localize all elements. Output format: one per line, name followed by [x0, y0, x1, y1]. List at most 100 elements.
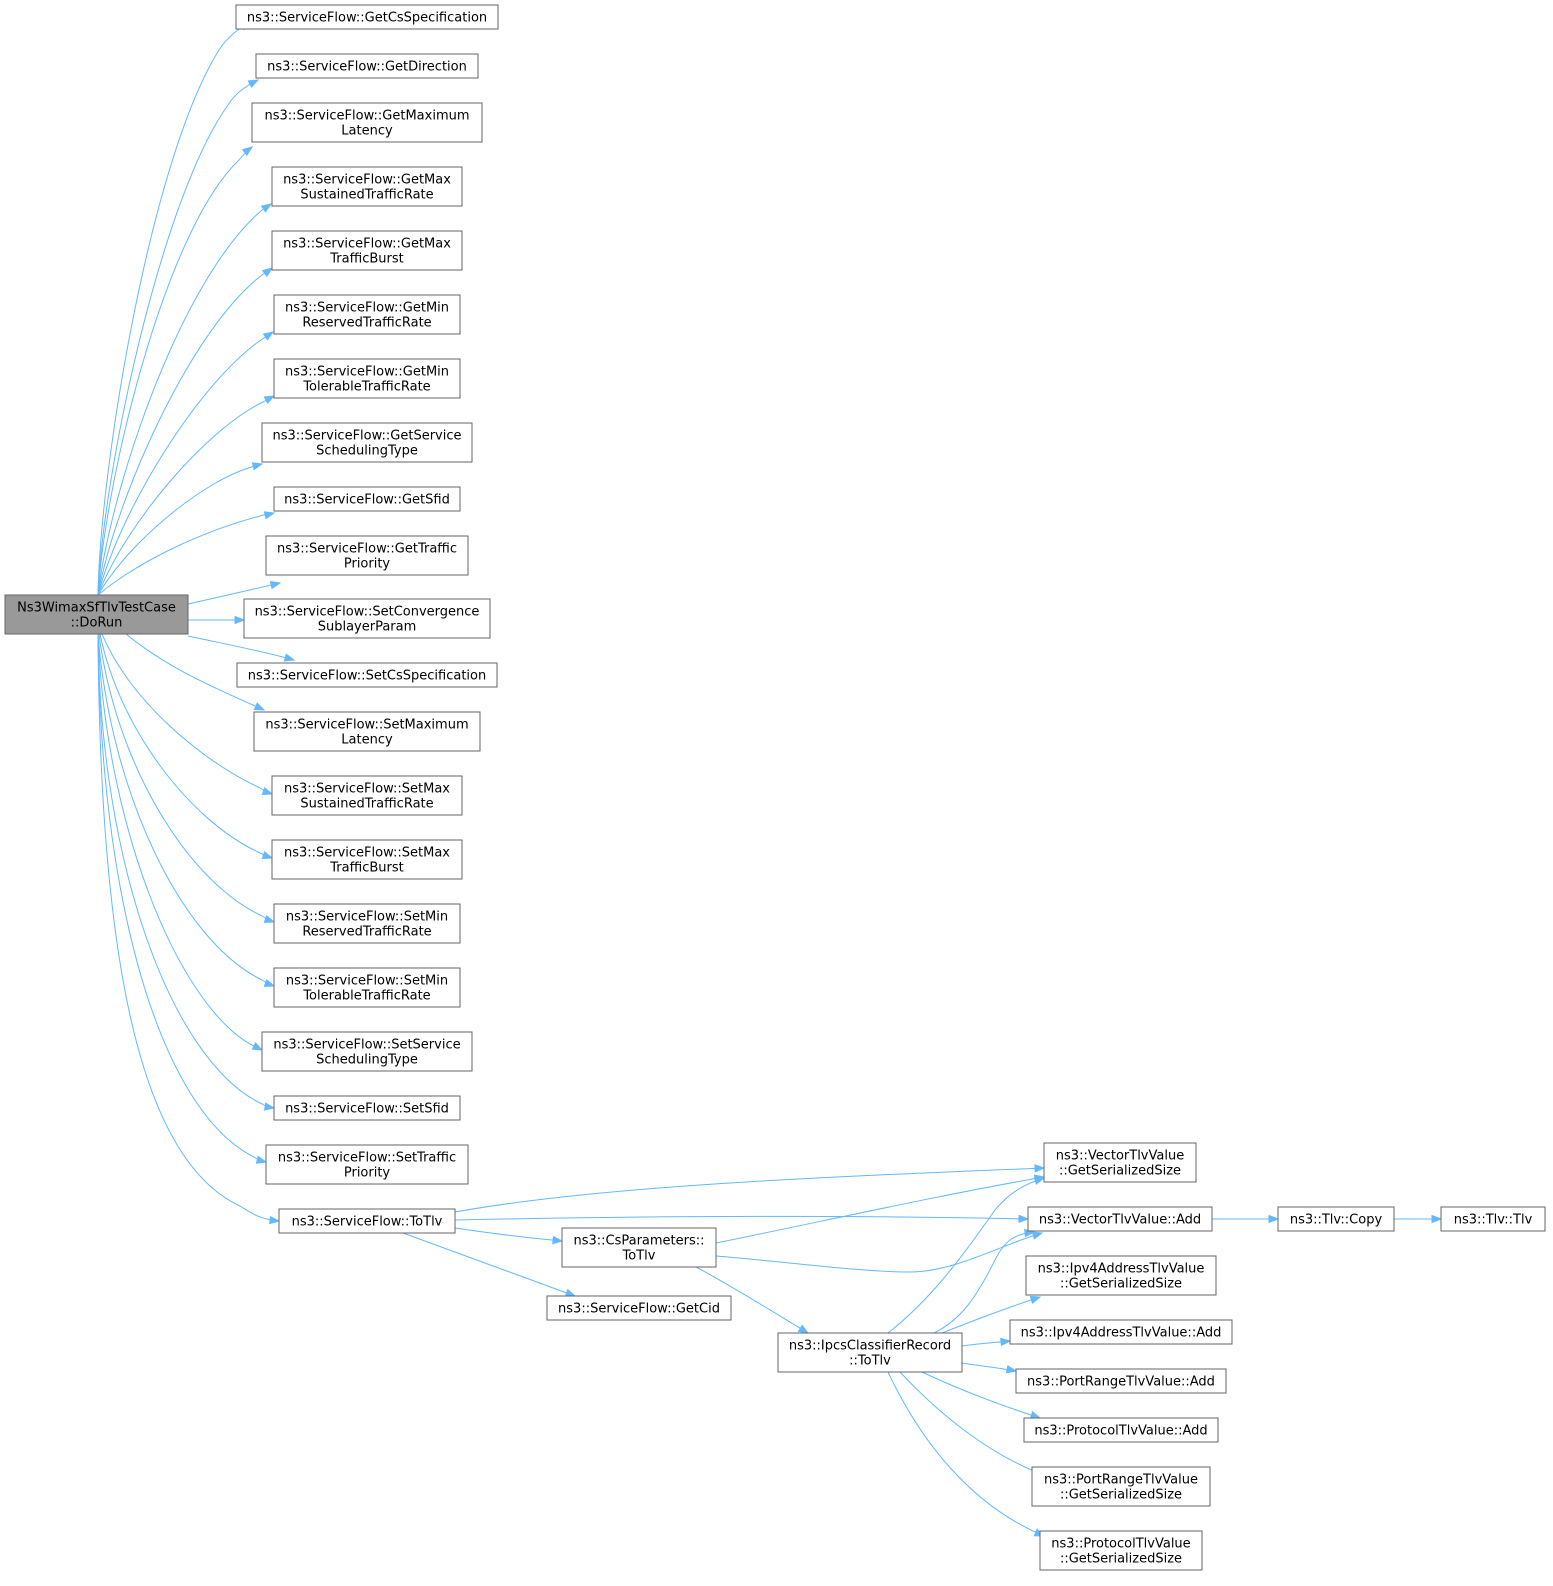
node-tlvCopy[interactable]: ns3::Tlv::Copy — [1277, 1206, 1395, 1232]
node-box — [271, 230, 463, 271]
node-sfToTlv[interactable]: ns3::ServiceFlow::ToTlv — [278, 1208, 456, 1234]
node-label: ReservedTrafficRate — [302, 316, 431, 331]
edge-line — [97, 633, 275, 1109]
node-protoSize[interactable]: ns3::ProtocolTlvValue::GetSerializedSize — [1039, 1530, 1203, 1571]
edge-root-to-getMinReserved — [97, 331, 275, 596]
edge-arrowhead — [261, 267, 274, 278]
edge-root-to-getSfid — [97, 511, 276, 596]
node-vecSize[interactable]: ns3::VectorTlvValue::GetSerializedSize — [1043, 1142, 1197, 1183]
node-setMinReserved[interactable]: ns3::ServiceFlow::SetMinReservedTrafficR… — [273, 903, 461, 944]
node-label: ns3::ServiceFlow::SetConvergence — [255, 605, 480, 620]
edge-root-to-setMaxLatency — [125, 633, 266, 711]
node-getMaxSustained[interactable]: ns3::ServiceFlow::GetMaxSustainedTraffic… — [271, 166, 463, 207]
node-setSchedType[interactable]: ns3::ServiceFlow::SetServiceSchedulingTy… — [261, 1031, 473, 1072]
node-label: ns3::ServiceFlow::GetMaximum — [264, 109, 469, 124]
edge-arrowhead — [251, 462, 264, 471]
node-box — [255, 53, 479, 79]
edge-ipcsToTlv-to-portAdd — [961, 1362, 1018, 1374]
edge-line — [715, 1232, 1043, 1273]
node-ipv4Add[interactable]: ns3::Ipv4AddressTlvValue::Add — [1009, 1319, 1233, 1345]
edge-line — [97, 633, 267, 1163]
node-setCsSpec[interactable]: ns3::ServiceFlow::SetCsSpecification — [236, 662, 498, 688]
node-tlvTlv[interactable]: ns3::Tlv::Tlv — [1440, 1206, 1546, 1232]
node-box — [546, 1295, 732, 1321]
edge-sfToTlv-to-getCid — [402, 1232, 577, 1297]
node-vecAdd[interactable]: ns3::VectorTlvValue::Add — [1027, 1206, 1213, 1232]
node-root: Ns3WimaxSfTlvTestCase::DoRun — [4, 594, 189, 635]
node-box — [1023, 1417, 1219, 1443]
edge-arrowhead — [241, 146, 254, 157]
node-box — [261, 1031, 473, 1072]
edge-line — [97, 633, 280, 1222]
edge-arrowhead — [255, 1155, 268, 1164]
node-label: ns3::ServiceFlow::SetSfid — [285, 1102, 449, 1117]
node-getDirection[interactable]: ns3::ServiceFlow::GetDirection — [255, 53, 479, 79]
node-getCsSpec[interactable]: ns3::ServiceFlow::GetCsSpecification — [235, 4, 499, 30]
node-label: ns3::ServiceFlow::ToTlv — [292, 1215, 443, 1230]
edge-root-to-sfToTlv — [97, 633, 281, 1225]
edge-line — [715, 1176, 1045, 1244]
edge-root-to-setMaxSustained — [101, 633, 274, 796]
edge-root-to-setSfid — [97, 633, 276, 1111]
node-label: SublayerParam — [318, 620, 417, 635]
edge-root-to-getMaxBurst — [97, 267, 274, 596]
node-label: ::GetSerializedSize — [1060, 1277, 1182, 1292]
edge-line — [402, 1232, 576, 1297]
node-getSfid[interactable]: ns3::ServiceFlow::GetSfid — [273, 486, 461, 512]
node-portSize[interactable]: ns3::PortRangeTlvValue::GetSerializedSiz… — [1031, 1466, 1211, 1507]
node-label: ReservedTrafficRate — [302, 925, 431, 940]
node-label: ns3::ServiceFlow::SetMax — [284, 782, 450, 797]
node-setSfid[interactable]: ns3::ServiceFlow::SetSfid — [273, 1095, 461, 1121]
node-protoAdd[interactable]: ns3::ProtocolTlvValue::Add — [1023, 1417, 1219, 1443]
node-getMinTolerable[interactable]: ns3::ServiceFlow::GetMinTolerableTraffic… — [273, 358, 461, 399]
node-box — [777, 1332, 963, 1373]
node-box — [4, 594, 189, 635]
node-label: ns3::ServiceFlow::GetTraffic — [277, 542, 457, 557]
node-box — [1009, 1319, 1233, 1345]
edge-csToTlv-to-vecSize — [715, 1174, 1046, 1244]
edge-tlvCopy-to-tlvTlv — [1394, 1214, 1443, 1224]
edge-csToTlv-to-vecAdd — [715, 1231, 1044, 1273]
node-label: ns3::ServiceFlow::SetMaximum — [265, 718, 468, 733]
edge-root-to-setMinReserved — [98, 633, 276, 924]
edge-line — [899, 1371, 1045, 1476]
node-label: Latency — [341, 733, 393, 748]
node-getSchedType[interactable]: ns3::ServiceFlow::GetServiceSchedulingTy… — [261, 422, 473, 463]
node-box — [261, 422, 473, 463]
node-setMinTolerable[interactable]: ns3::ServiceFlow::SetMinTolerableTraffic… — [273, 967, 461, 1008]
node-box — [235, 4, 499, 30]
edge-line — [97, 633, 263, 1051]
edge-arrowhead — [1431, 1214, 1443, 1224]
edge-ipcsToTlv-to-vecAdd — [933, 1228, 1036, 1334]
node-label: TrafficBurst — [329, 252, 403, 267]
node-ipcsToTlv[interactable]: ns3::IpcsClassifierRecord::ToTlv — [777, 1332, 963, 1373]
node-setMaxSustained[interactable]: ns3::ServiceFlow::SetMaxSustainedTraffic… — [271, 775, 463, 816]
edge-line — [454, 1167, 1045, 1213]
edge-root-to-setPriority — [97, 633, 268, 1164]
node-csToTlv[interactable]: ns3::CsParameters::ToTlv — [561, 1227, 717, 1268]
edge-arrowhead — [269, 1215, 281, 1225]
node-ipv4Size[interactable]: ns3::Ipv4AddressTlvValue::GetSerializedS… — [1025, 1255, 1217, 1296]
edge-line — [125, 633, 265, 711]
node-label: ns3::VectorTlvValue::Add — [1039, 1213, 1201, 1228]
node-box — [265, 1144, 469, 1185]
node-label: ns3::Ipv4AddressTlvValue — [1038, 1262, 1205, 1277]
edge-arrowhead — [263, 914, 276, 924]
node-box — [273, 1095, 461, 1121]
node-portAdd[interactable]: ns3::PortRangeTlvValue::Add — [1015, 1368, 1227, 1394]
node-setConvergence[interactable]: ns3::ServiceFlow::SetConvergenceSublayer… — [243, 598, 491, 639]
edge-ipcsToTlv-to-vecSize — [887, 1176, 1046, 1334]
node-box — [273, 358, 461, 399]
edge-line — [97, 267, 273, 596]
node-label: ::GetSerializedSize — [1060, 1552, 1182, 1567]
node-label: TolerableTrafficRate — [302, 989, 430, 1004]
edge-line — [933, 1231, 1035, 1334]
node-getCid[interactable]: ns3::ServiceFlow::GetCid — [546, 1295, 732, 1321]
node-getMinReserved[interactable]: ns3::ServiceFlow::GetMinReservedTrafficR… — [273, 294, 461, 335]
